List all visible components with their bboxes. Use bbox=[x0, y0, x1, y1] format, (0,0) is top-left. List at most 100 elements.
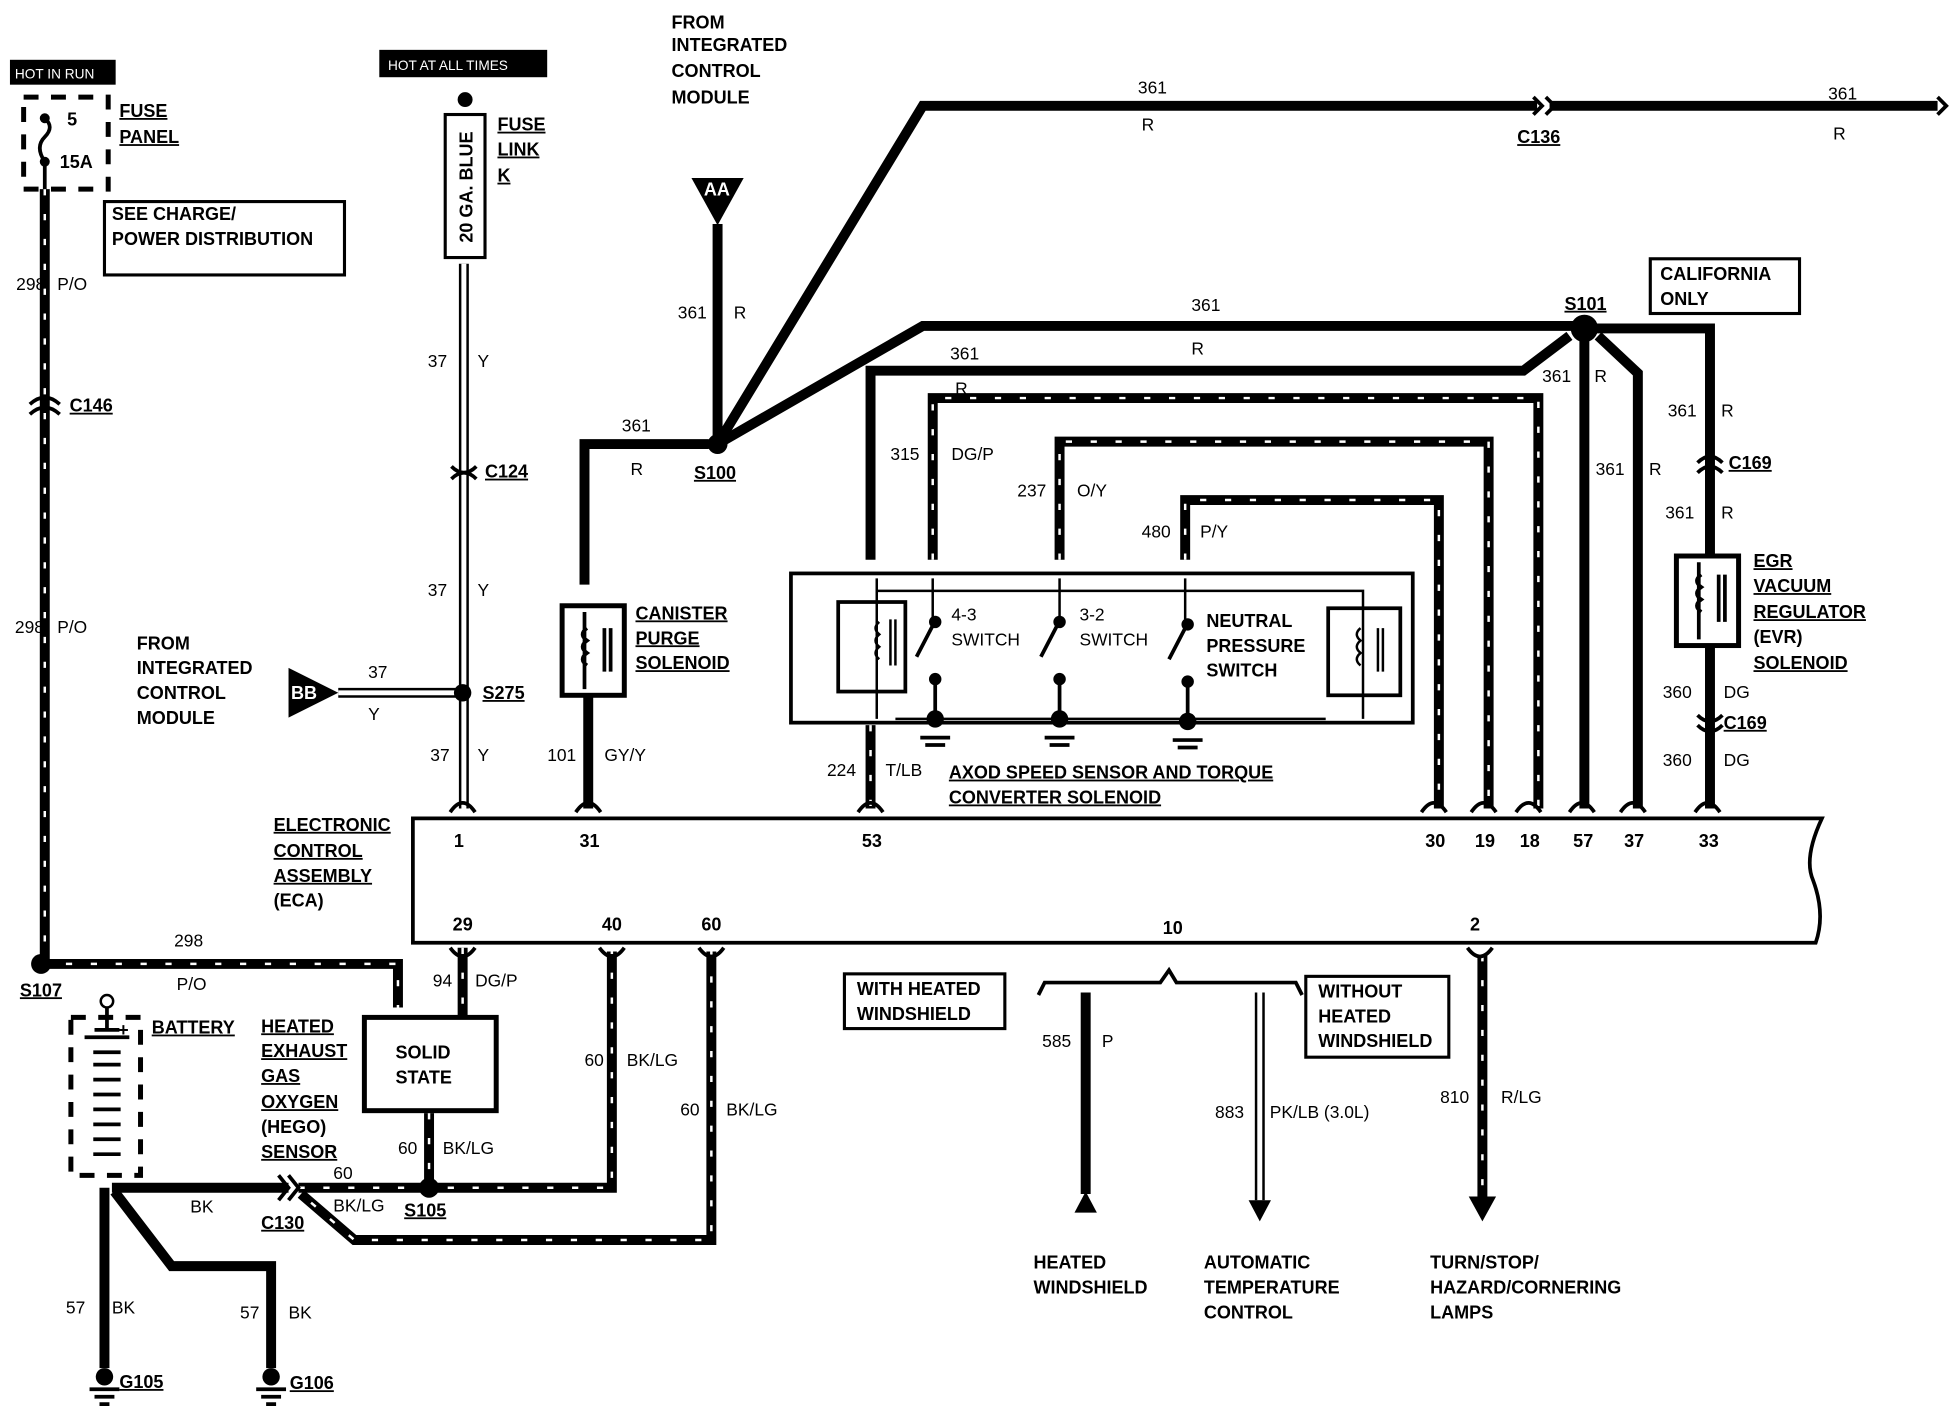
wire-circuit-label: 361 bbox=[1665, 503, 1694, 523]
wire-circuit-label: 361 bbox=[678, 302, 707, 322]
wire-color-label: R bbox=[1721, 401, 1734, 421]
heated-windshield-arrow-icon bbox=[1074, 1191, 1097, 1213]
wires bbox=[39, 100, 1938, 1369]
connector-c169: C169 bbox=[1729, 453, 1772, 473]
svg-text:CONTROL: CONTROL bbox=[672, 61, 761, 81]
splice-s101-label: S101 bbox=[1564, 294, 1606, 314]
note-text: WINDSHIELD bbox=[1318, 1031, 1432, 1051]
eca-pin-top: 30 bbox=[1425, 831, 1445, 851]
wire-361-canister bbox=[579, 439, 709, 585]
wire-circuit-label: 361 bbox=[1668, 401, 1697, 421]
c146-connector-icon bbox=[28, 395, 61, 416]
wire-color-label: BK bbox=[190, 1197, 214, 1217]
battery-plus: + bbox=[118, 1020, 129, 1040]
axod-label: CONVERTER SOLENOID bbox=[949, 787, 1161, 807]
egr-label: VACUUM bbox=[1754, 576, 1832, 596]
svg-text:HEATED: HEATED bbox=[261, 1016, 334, 1036]
wire-color-label: BK/LG bbox=[333, 1195, 384, 1215]
switch-43-label: 4-3 bbox=[951, 605, 976, 625]
wire-color-label: BK bbox=[112, 1297, 136, 1317]
wire-color-label: R bbox=[1594, 366, 1607, 386]
wire-circuit-label: 298 bbox=[174, 931, 203, 951]
wire-circuit-label: 361 bbox=[1596, 459, 1625, 479]
eca-pin-top: 18 bbox=[1520, 831, 1540, 851]
egr-label: (EVR) bbox=[1754, 627, 1803, 647]
neutral-switch-label: SWITCH bbox=[1206, 661, 1277, 681]
neutral-switch-label: NEUTRAL bbox=[1206, 611, 1292, 631]
c130-connector-icon bbox=[277, 1174, 301, 1202]
battery-icon bbox=[84, 1004, 130, 1157]
wire-circuit-label: 315 bbox=[890, 444, 919, 464]
egr-label: EGR bbox=[1754, 551, 1793, 571]
wire-color-label: R bbox=[1191, 339, 1204, 359]
wire-color-label: P/O bbox=[57, 617, 87, 637]
pin-connector-icon bbox=[1567, 801, 1596, 814]
wire-circuit-label: 60 bbox=[333, 1163, 352, 1183]
pin-connector-icon bbox=[697, 946, 726, 959]
wire-circuit-label: 37 bbox=[430, 745, 449, 765]
svg-text:(ECA): (ECA) bbox=[274, 891, 324, 911]
solid-state-label: SOLID bbox=[395, 1042, 450, 1062]
wire-circuit-label: 585 bbox=[1042, 1031, 1071, 1051]
wire-circuit-label: 361 bbox=[1542, 366, 1571, 386]
connector-c169: C169 bbox=[1724, 713, 1767, 733]
wire-color-label: BK/LG bbox=[726, 1100, 777, 1120]
wire-color-label: P/O bbox=[177, 974, 207, 994]
lamps-destination: TURN/STOP/ HAZARD/CORNERING LAMPS bbox=[1430, 1253, 1621, 1323]
icm-left-source: FROM INTEGRATED CONTROL MODULE bbox=[137, 633, 253, 728]
wire-color-label: DG/P bbox=[475, 970, 518, 990]
svg-text:GAS: GAS bbox=[261, 1066, 300, 1086]
svg-text:FROM: FROM bbox=[672, 13, 725, 33]
note-text: CALIFORNIA bbox=[1660, 264, 1771, 284]
axod-assembly bbox=[789, 571, 1415, 725]
splice-s101 bbox=[1570, 314, 1599, 343]
ground-g106-label: G106 bbox=[290, 1373, 334, 1393]
pin-connector-icon bbox=[1469, 801, 1498, 814]
c136-connector-icon bbox=[1532, 95, 1558, 116]
svg-text:OXYGEN: OXYGEN bbox=[261, 1092, 338, 1112]
fuse-panel-label: PANEL bbox=[119, 127, 179, 147]
neutral-switch-label: PRESSURE bbox=[1206, 636, 1305, 656]
eca-pin-bottom: 60 bbox=[701, 914, 721, 934]
svg-text:MODULE: MODULE bbox=[137, 708, 215, 728]
without-heated-windshield-note bbox=[1304, 974, 1451, 1059]
splice-s100 bbox=[707, 434, 728, 455]
aa-label: AA bbox=[704, 179, 730, 199]
bb-source-triangle-icon bbox=[288, 667, 339, 718]
fuse-link-label: LINK bbox=[497, 140, 539, 160]
wire-color-label: DG bbox=[1724, 750, 1750, 770]
egr-label: REGULATOR bbox=[1754, 602, 1866, 622]
wire-color-label: Y bbox=[478, 580, 490, 600]
wire-color-label: Y bbox=[368, 704, 380, 724]
canister-label: PURGE bbox=[635, 628, 699, 648]
eca-pin-top: 31 bbox=[580, 831, 600, 851]
wire-361-s101 bbox=[715, 320, 1585, 449]
ground-g106-icon bbox=[256, 1368, 287, 1407]
wire-color-label: R bbox=[734, 302, 747, 322]
wire-color-label: BK/LG bbox=[627, 1050, 678, 1070]
c124-connector-icon bbox=[450, 465, 478, 481]
svg-text:MODULE: MODULE bbox=[672, 87, 750, 107]
fuse-link-box bbox=[443, 112, 487, 260]
pin-connector-icon bbox=[597, 946, 626, 959]
eca-pin-top: 33 bbox=[1699, 831, 1719, 851]
fuse-panel-label: FUSE bbox=[119, 101, 167, 121]
wire-circuit-label: 480 bbox=[1142, 521, 1171, 541]
note-text: WITH HEATED bbox=[857, 979, 981, 999]
wire-color-label: BK bbox=[289, 1302, 313, 1322]
eca-pin-bottom: 10 bbox=[1163, 918, 1183, 938]
see-charge-note bbox=[102, 200, 347, 277]
wire-color-label: T/LB bbox=[885, 760, 922, 780]
fuse-panel-outline bbox=[21, 94, 111, 192]
wire-circuit-label: 883 bbox=[1215, 1102, 1244, 1122]
eca-pin-top: 57 bbox=[1573, 831, 1593, 851]
fuse-rating: 15A bbox=[60, 152, 93, 172]
eca-pin-top: 19 bbox=[1475, 831, 1495, 851]
wire-57-g106 bbox=[110, 1188, 277, 1369]
wire-circuit-label: 237 bbox=[1017, 480, 1046, 500]
wire-60-60 bbox=[297, 951, 717, 1245]
wire-stripe bbox=[43, 189, 400, 1008]
icm-top-source: FROM INTEGRATED CONTROL MODULE bbox=[672, 13, 788, 108]
